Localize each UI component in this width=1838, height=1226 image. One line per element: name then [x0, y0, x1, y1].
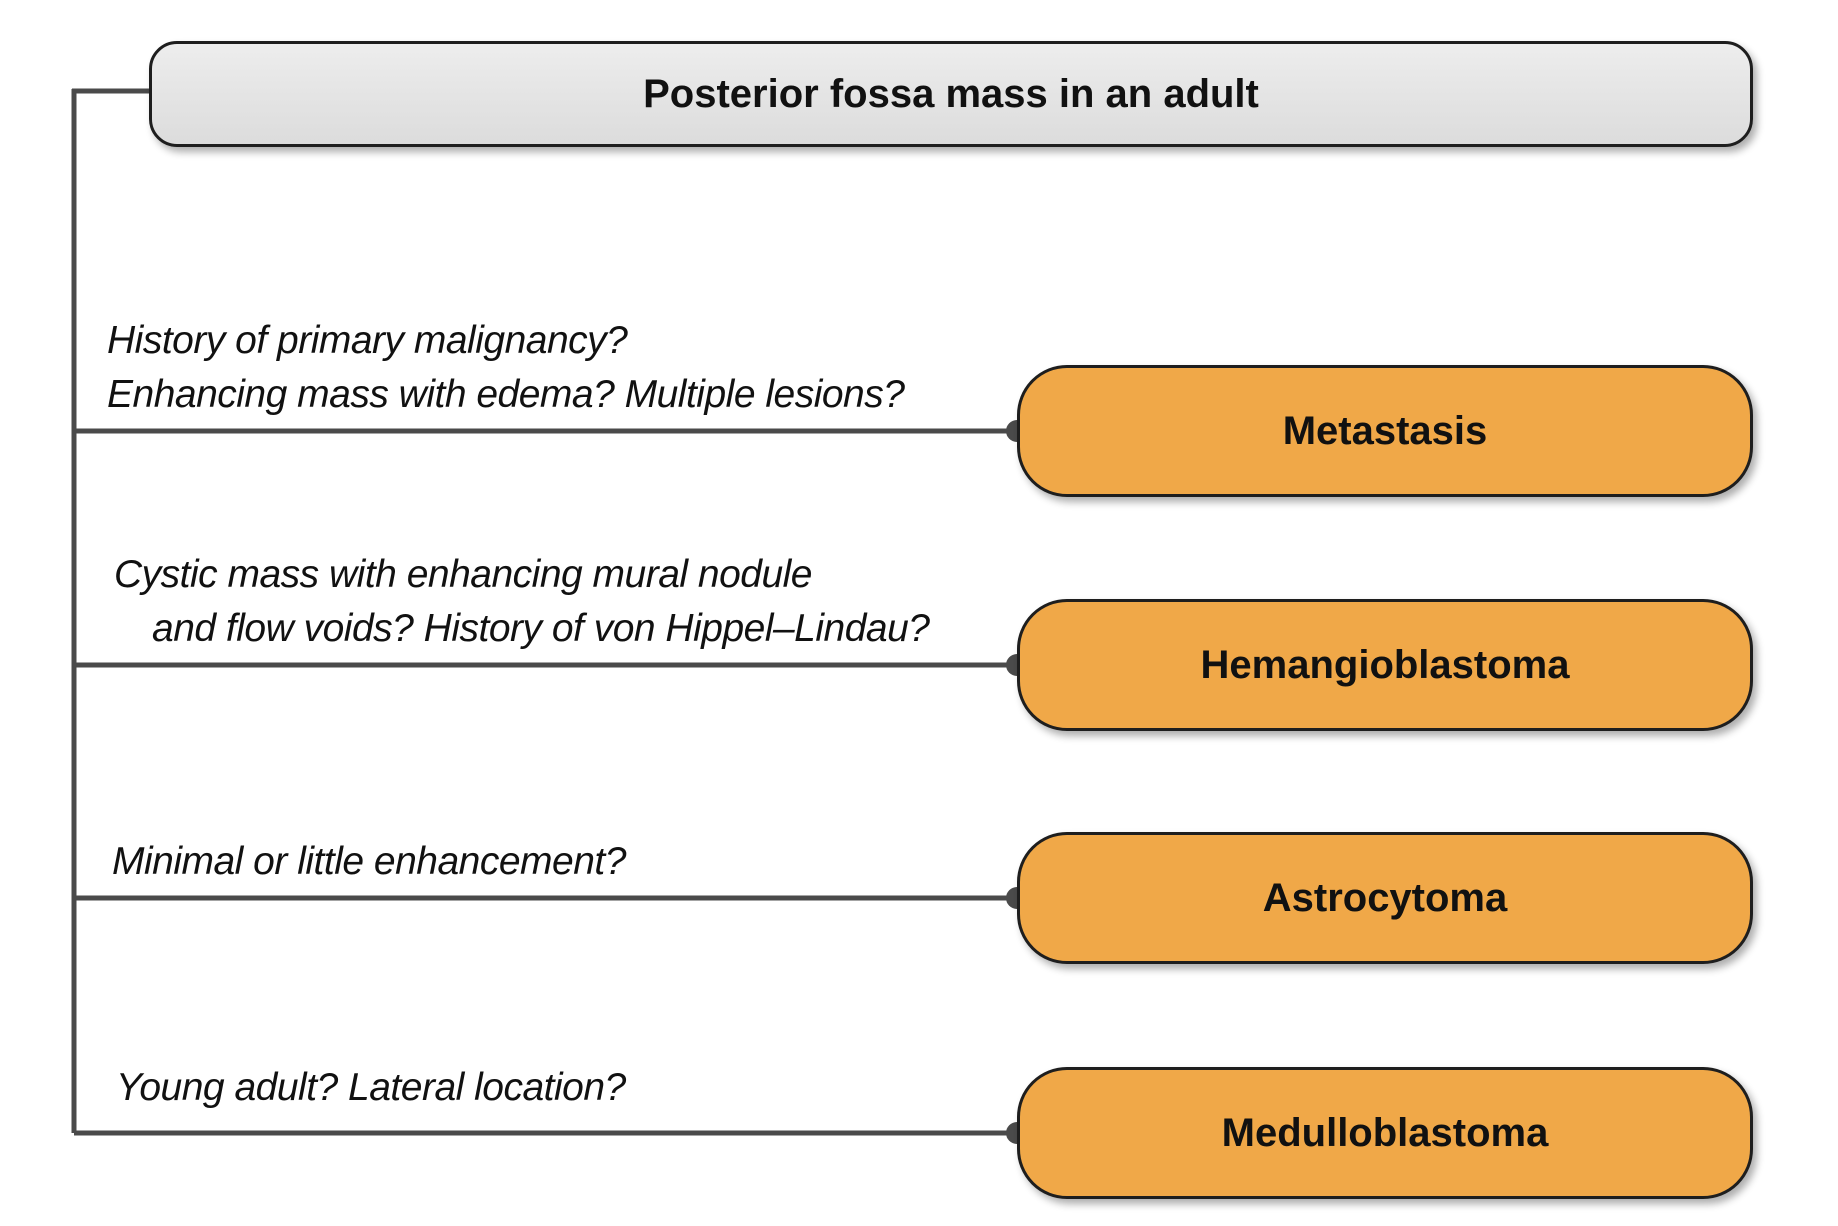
connector-group	[71, 88, 1017, 1136]
root-node: Posterior fossa mass in an adult	[149, 41, 1753, 147]
question-line: History of primary malignancy?	[107, 319, 628, 362]
question-line: Cystic mass with enhancing mural nodule	[114, 553, 813, 596]
outcome-node-medulloblastoma: Medulloblastoma	[1017, 1067, 1753, 1199]
question-metastasis: History of primary malignancy? Enhancing…	[107, 314, 905, 422]
question-medulloblastoma: Young adult? Lateral location?	[116, 1061, 626, 1115]
question-line: Enhancing mass with edema? Multiple lesi…	[107, 373, 905, 416]
question-line: and flow voids? History of von Hippel–Li…	[152, 607, 930, 650]
question-line: Minimal or little enhancement?	[112, 840, 626, 883]
outcome-label: Hemangioblastoma	[1200, 642, 1570, 687]
outcome-node-hemangioblastoma: Hemangioblastoma	[1017, 599, 1753, 731]
outcome-label: Medulloblastoma	[1221, 1110, 1549, 1155]
outcome-label: Metastasis	[1282, 408, 1488, 453]
outcome-node-metastasis: Metastasis	[1017, 365, 1753, 497]
question-astrocytoma: Minimal or little enhancement?	[112, 835, 626, 889]
outcome-label: Astrocytoma	[1262, 875, 1508, 920]
outcome-node-astrocytoma: Astrocytoma	[1017, 832, 1753, 964]
root-node-label: Posterior fossa mass in an adult	[643, 71, 1259, 116]
connector-dots	[1006, 420, 1028, 1144]
question-line: Young adult? Lateral location?	[116, 1066, 626, 1109]
question-hemangioblastoma: Cystic mass with enhancing mural nodule …	[114, 548, 930, 656]
